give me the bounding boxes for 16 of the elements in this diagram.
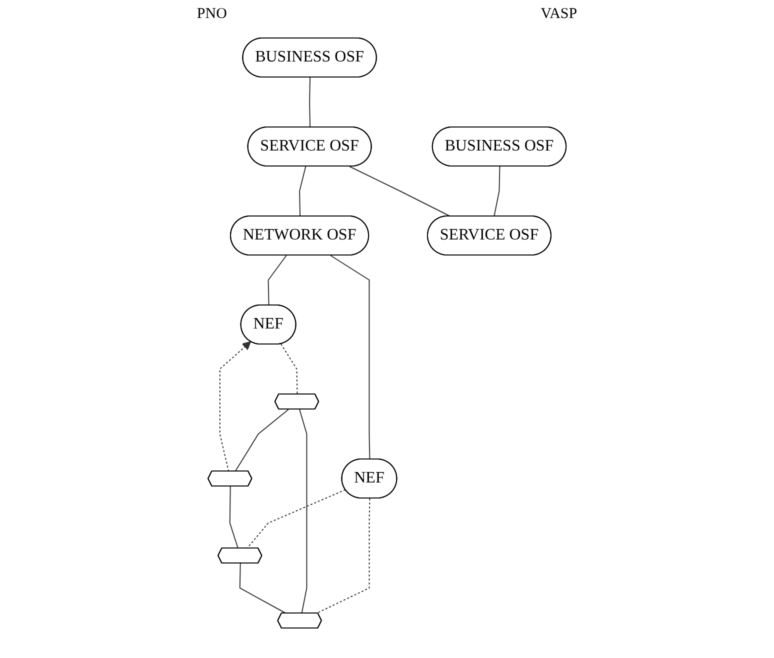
connector [349,166,452,217]
connector [246,489,346,549]
connector [309,77,311,128]
connector [280,344,298,395]
connector [316,498,370,614]
connector [494,166,500,217]
connector [234,409,289,472]
connector [299,166,306,217]
group-label: VASP [540,6,578,23]
connector [268,255,287,306]
connector [229,486,239,549]
connector [239,563,287,614]
arrow [219,341,252,472]
connector [330,255,370,460]
group-label: PNO [196,6,227,23]
connector [299,409,308,614]
